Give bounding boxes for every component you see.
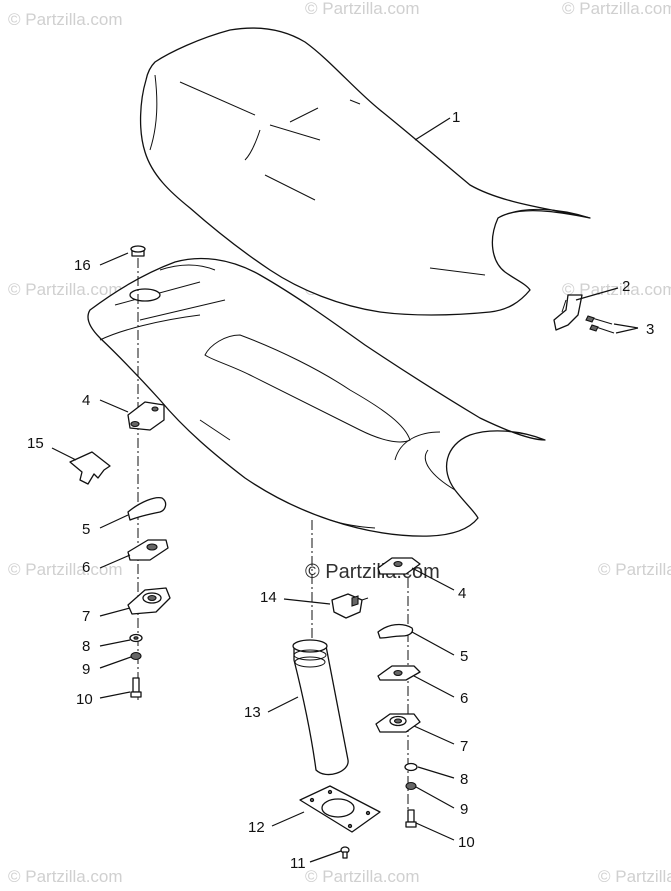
callout-6-right: 6 [460, 690, 468, 707]
part-tube [292, 639, 349, 776]
callout-11: 11 [290, 855, 306, 872]
watermark-mid-left: © Partzilla.com [8, 280, 123, 299]
callout-5-right: 5 [460, 648, 468, 665]
callout-9-left: 9 [82, 661, 90, 678]
callout-labels: 1 2 3 4 4 5 5 6 6 7 7 8 8 9 9 10 10 11 1… [27, 109, 654, 872]
watermark-top-center: © Partzilla.com [305, 0, 420, 18]
watermark-lower-left: © Partzilla.com [8, 560, 123, 579]
callout-3: 3 [646, 321, 654, 338]
part-bracket-with-screws [553, 294, 615, 334]
callout-16: 16 [74, 257, 91, 274]
callout-1: 1 [452, 109, 460, 126]
callout-10-right: 10 [458, 834, 475, 851]
callout-8-right: 8 [460, 771, 468, 788]
part-small-screw [340, 846, 350, 859]
callout-9-right: 9 [460, 801, 468, 818]
watermark-layer: © Partzilla.com © Partzilla.com © Partzi… [8, 0, 671, 886]
watermark-lower-right: © Partzilla.com [598, 560, 671, 579]
callout-15: 15 [27, 435, 44, 452]
callout-14: 14 [260, 589, 277, 606]
callout-10-left: 10 [76, 691, 93, 708]
part-seat-base [87, 257, 546, 537]
callout-4-right: 4 [458, 585, 466, 602]
watermark-mid-right: © Partzilla.com [562, 280, 671, 299]
leader-lines [51, 117, 639, 863]
callout-12: 12 [248, 819, 265, 836]
callout-8-left: 8 [82, 638, 90, 655]
watermark-top-left: © Partzilla.com [8, 10, 123, 29]
watermark-bottom-center: © Partzilla.com [305, 867, 420, 886]
left-fastener-stack [69, 245, 171, 698]
watermark-bottom-left: © Partzilla.com [8, 867, 123, 886]
part-latch [331, 593, 369, 619]
right-fastener-stack [375, 557, 421, 828]
callout-5-left: 5 [82, 521, 90, 538]
callout-4-left: 4 [82, 392, 90, 409]
callout-2: 2 [622, 278, 630, 295]
part-seat-cover [139, 27, 591, 316]
callout-7-right: 7 [460, 738, 468, 755]
watermark-top-right: © Partzilla.com [562, 0, 671, 18]
watermark-bottom-right: © Partzilla.com [598, 867, 671, 886]
callout-6-left: 6 [82, 559, 90, 576]
part-flange-plate [299, 785, 381, 833]
callout-13: 13 [244, 704, 261, 721]
callout-7-left: 7 [82, 608, 90, 625]
